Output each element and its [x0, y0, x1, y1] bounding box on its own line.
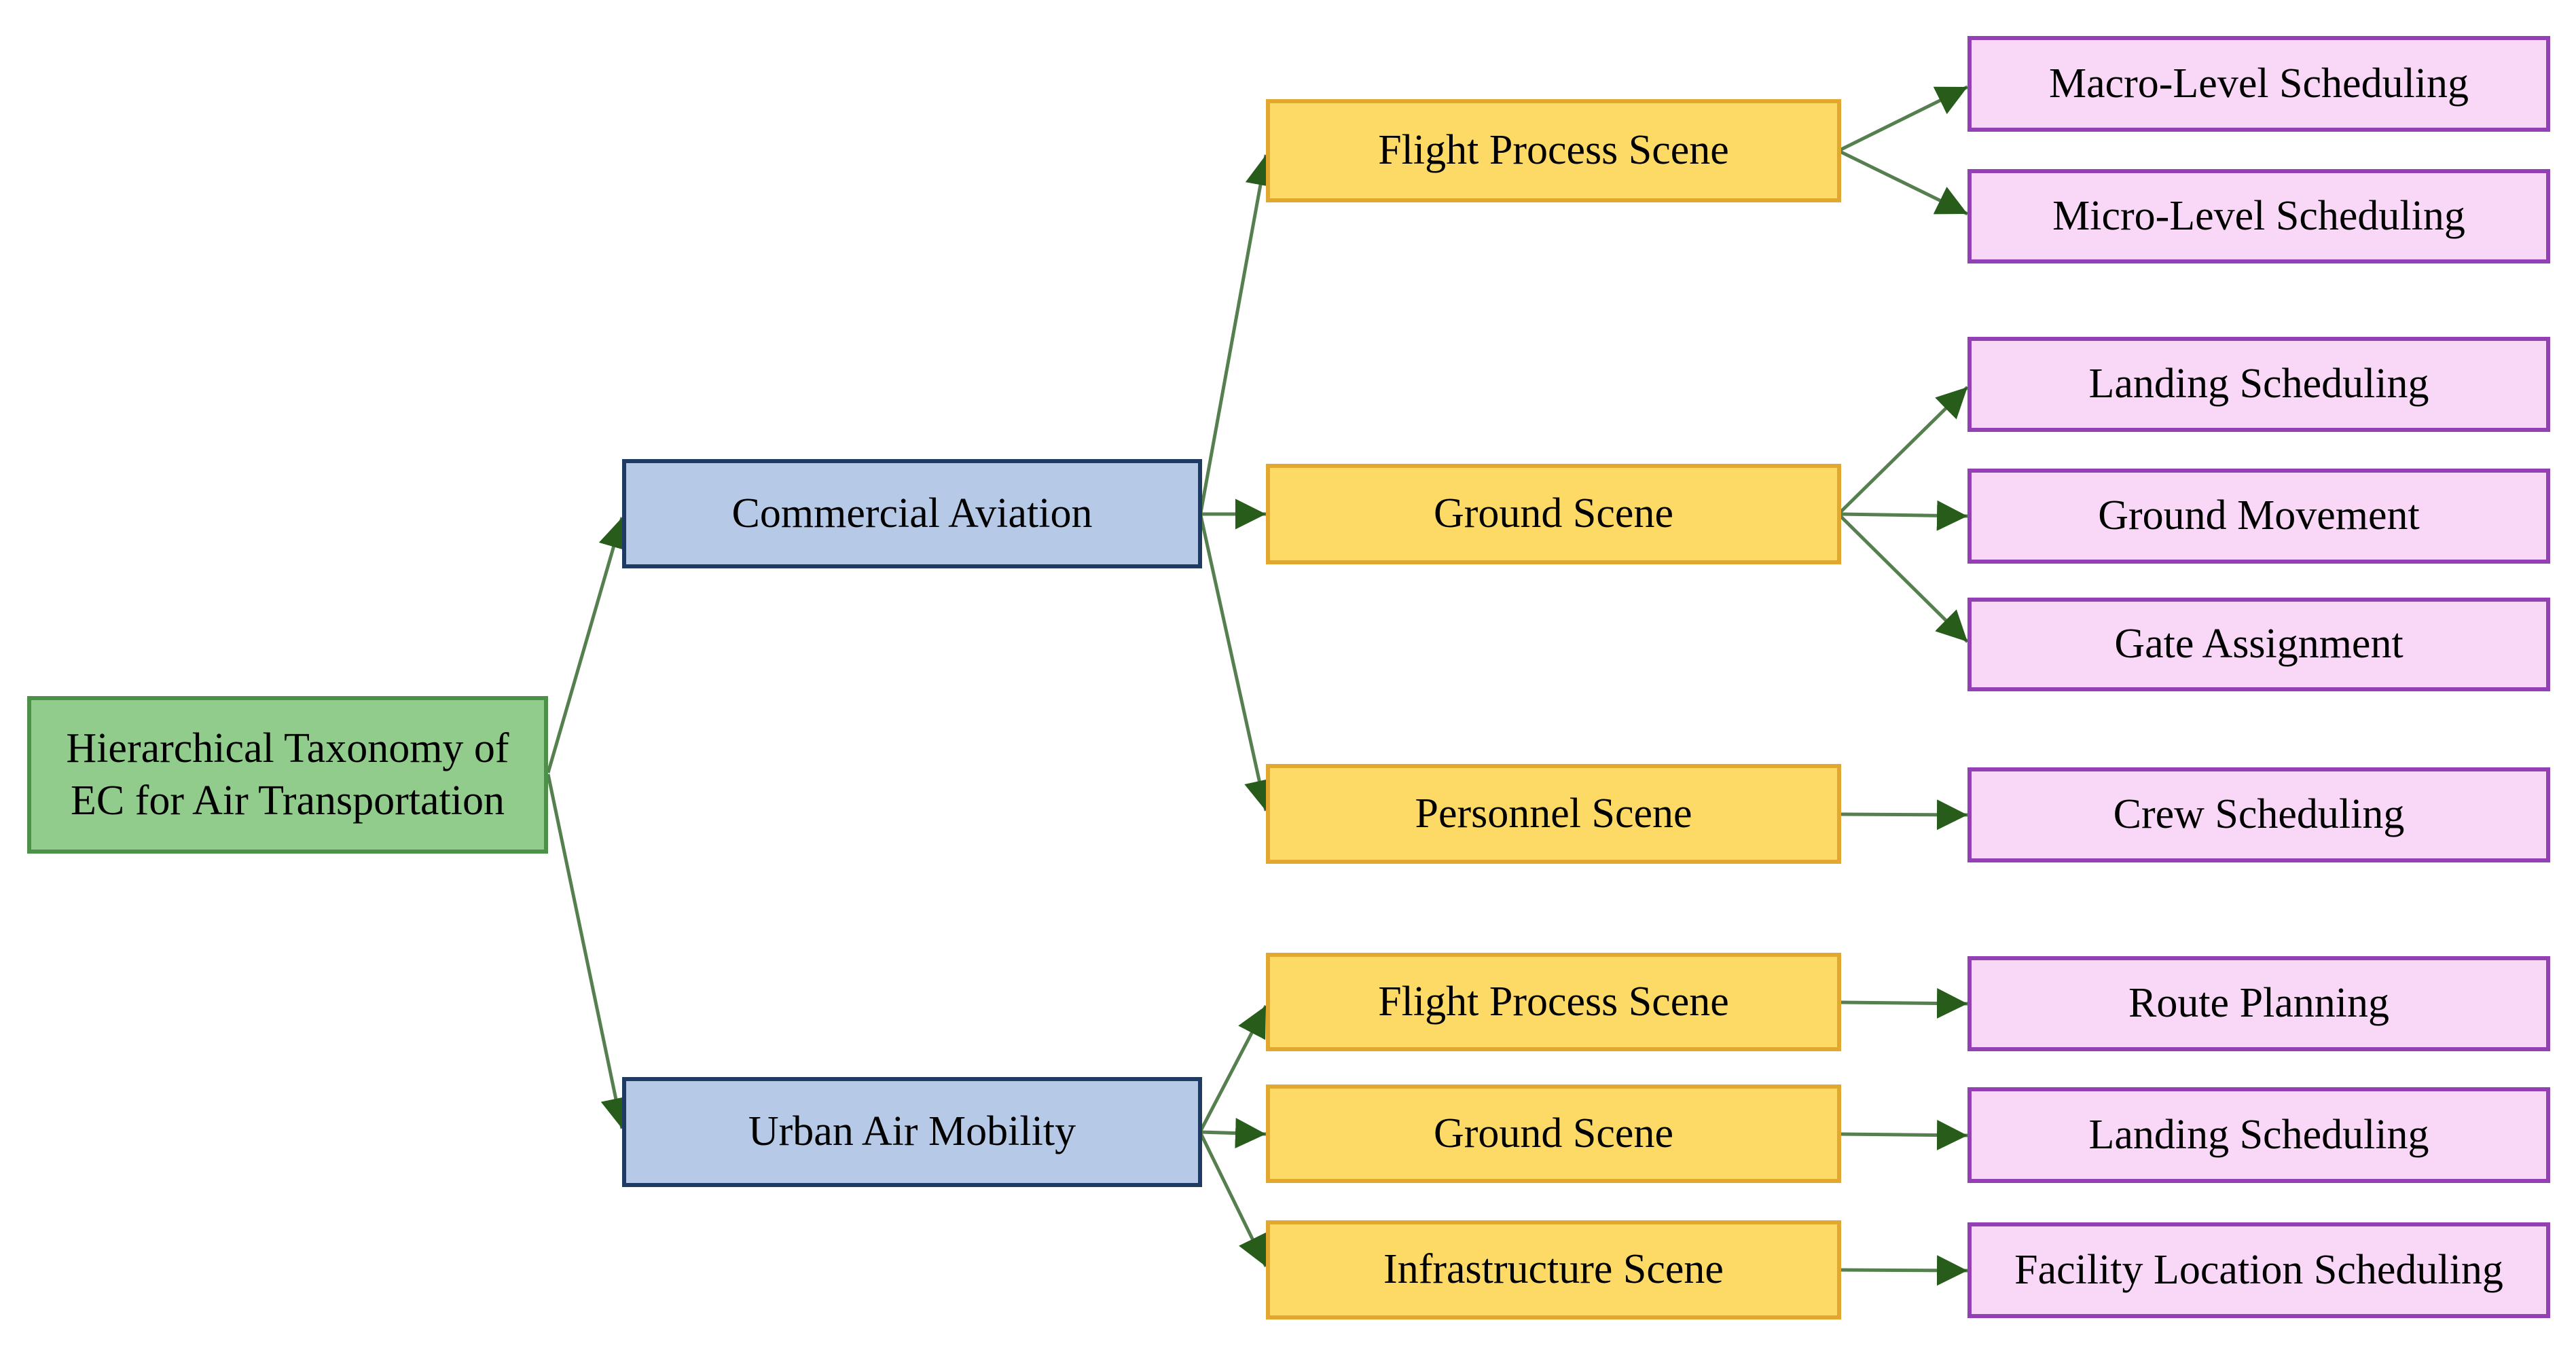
edge-ground-scene-to-ground-movement — [1839, 500, 1968, 531]
node-macro-level-scheduling: Macro-Level Scheduling — [1967, 36, 2550, 132]
node-facility-location-scheduling: Facility Location Scheduling — [1967, 1222, 2550, 1318]
edge-flight-process-scene-to-micro-level-scheduling — [1838, 149, 1969, 216]
node-route-planning: Route Planning — [1967, 956, 2550, 1051]
node-commercial-aviation: Commercial Aviation — [622, 459, 1202, 568]
edge-root-to-commercial-aviation — [546, 517, 629, 773]
edge-urban-air-mobility-to-infrastructure-scene — [1199, 1132, 1268, 1268]
node-uam-ground-scene: Ground Scene — [1266, 1085, 1841, 1183]
node-uam-landing-scheduling: Landing Scheduling — [1967, 1087, 2550, 1183]
node-urban-air-mobility: Urban Air Mobility — [622, 1077, 1202, 1187]
node-ca-flight-process-scene: Flight Process Scene — [1266, 99, 1841, 202]
edge-ground-scene-to-gate-assignment — [1838, 514, 1969, 643]
edge-flight-process-scene-to-macro-level-scheduling — [1838, 85, 1969, 152]
node-ca-landing-scheduling: Landing Scheduling — [1967, 337, 2550, 432]
node-crew-scheduling: Crew Scheduling — [1967, 767, 2550, 862]
node-micro-level-scheduling: Micro-Level Scheduling — [1967, 169, 2550, 263]
node-gate-assignment: Gate Assignment — [1967, 598, 2550, 691]
edge-ground-scene-to-landing-scheduling — [1838, 386, 1969, 514]
edge-infrastructure-scene-to-facility-location-scheduling — [1839, 1255, 1968, 1286]
edge-commercial-aviation-to-personnel-scene — [1199, 515, 1275, 812]
edge-ground-scene-to-landing-scheduling-uam — [1839, 1120, 1968, 1151]
edge-flight-process-scene-to-route-planning — [1839, 988, 1968, 1019]
node-ca-ground-scene: Ground Scene — [1266, 464, 1841, 564]
edge-commercial-aviation-to-flight-process-scene — [1199, 154, 1276, 513]
edge-urban-air-mobility-to-ground-scene — [1200, 1118, 1267, 1149]
node-ca-personnel-scene: Personnel Scene — [1266, 764, 1841, 864]
node-root-taxonomy: Hierarchical Taxonomy of EC for Air Tran… — [27, 696, 548, 854]
node-uam-infrastructure-scene: Infrastructure Scene — [1266, 1220, 1841, 1319]
node-uam-flight-process-scene: Flight Process Scene — [1266, 953, 1841, 1051]
edge-root-to-urban-air-mobility — [546, 773, 631, 1129]
edge-urban-air-mobility-to-flight-process-scene — [1199, 1004, 1268, 1132]
node-ground-movement: Ground Movement — [1967, 469, 2550, 564]
edge-personnel-scene-to-crew-scheduling — [1839, 799, 1968, 831]
